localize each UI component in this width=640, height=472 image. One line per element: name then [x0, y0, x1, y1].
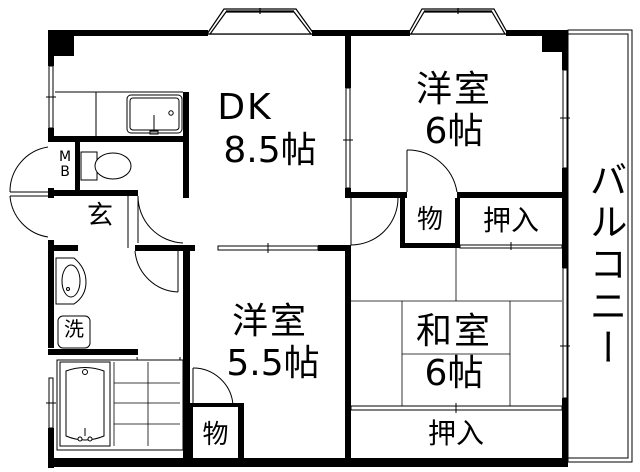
room-name-western-1: 洋室 — [415, 69, 492, 110]
closet-label-2: 押入 — [427, 417, 484, 450]
bathtub — [56, 359, 184, 451]
interior-walls — [48, 30, 568, 460]
bay-window-dk — [205, 8, 316, 35]
room-size-dk: 8.5帖 — [223, 130, 317, 171]
washer-space — [57, 315, 91, 349]
balcony-label: バルコニー — [583, 160, 627, 370]
room-size-western-2: 5.5帖 — [226, 343, 320, 384]
storage-label-2: 物 — [202, 420, 229, 450]
bath-floor-grid — [113, 362, 180, 446]
storage-label-1: 物 — [416, 205, 443, 235]
bay-window-western-1 — [406, 8, 510, 35]
meter-box-line-b: B — [60, 163, 70, 180]
meter-box-label: M B — [55, 150, 75, 179]
entrance-label: 玄 — [86, 201, 113, 231]
wash-basin — [55, 257, 87, 305]
sliding-partitions — [217, 87, 563, 413]
windows — [46, 65, 570, 429]
toilet — [80, 151, 132, 181]
room-name-dk: DK — [217, 87, 273, 128]
room-size-western-1: 6帖 — [424, 111, 484, 152]
closet-label-1: 押入 — [482, 204, 539, 237]
kitchen-counter — [55, 91, 183, 136]
room-size-japanese: 6帖 — [424, 353, 484, 394]
room-name-japanese: 和室 — [415, 311, 492, 352]
room-name-western-2: 洋室 — [231, 301, 308, 342]
tatami-lines — [351, 248, 562, 406]
exterior-walls — [48, 30, 568, 468]
meter-box-line-m: M — [58, 149, 72, 165]
washer-label: 洗 — [64, 317, 84, 341]
